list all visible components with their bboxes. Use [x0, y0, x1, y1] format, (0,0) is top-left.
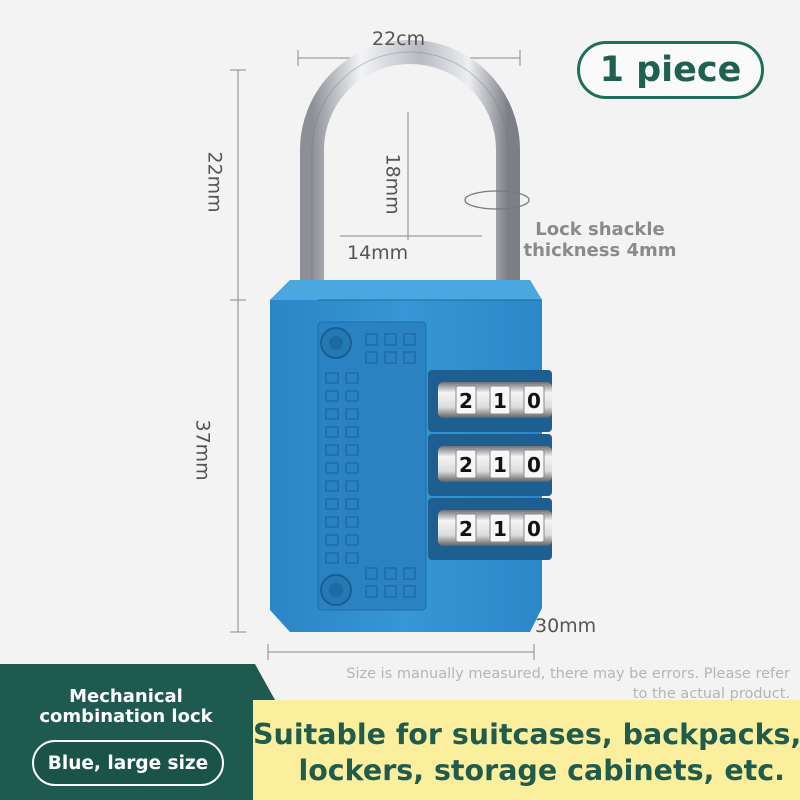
shackle-note-line-1: Lock shackle [535, 219, 665, 240]
disclaimer-line-2: to the actual product. [632, 686, 790, 702]
dim-inner-height: 18mm [381, 153, 404, 215]
dial-row-1: 2 1 0 [438, 382, 552, 418]
variant-badge: Blue, large size [32, 740, 224, 786]
dial-2-digit-2: 1 [493, 453, 507, 477]
body-grid-pattern [325, 333, 416, 598]
dim-body-height: 37mm [191, 419, 214, 481]
dial-1-digit-1: 2 [459, 389, 473, 413]
product-type-line-2: combination lock [39, 706, 213, 727]
dim-top-width: 22cm [372, 28, 426, 50]
dial-3-digit-3: 0 [527, 517, 541, 541]
usage-text: Suitable for suitcases, backpacks, locke… [253, 717, 800, 789]
dial-row-2: 2 1 0 [438, 446, 552, 482]
dim-inner-width: 14mm [347, 242, 409, 264]
shackle [300, 40, 520, 300]
dim-shackle-height: 22mm [203, 151, 226, 213]
shackle-thickness-note: Lock shackle thickness 4mm [520, 219, 680, 261]
dial-3-digit-1: 2 [459, 517, 473, 541]
dial-1-digit-3: 0 [527, 389, 541, 413]
usage-line-2: lockers, storage cabinets, etc. [298, 754, 785, 787]
usage-line-1: Suitable for suitcases, backpacks, [253, 718, 800, 751]
dim-body-width: 30mm [535, 615, 597, 637]
quantity-badge: 1 piece [577, 41, 764, 99]
dial-row-3: 2 1 0 [438, 510, 552, 546]
dial-1-digit-2: 1 [493, 389, 507, 413]
measurement-disclaimer: Size is manually measured, there may be … [282, 664, 790, 704]
dimension-lines [230, 50, 535, 660]
disclaimer-line-1: Size is manually measured, there may be … [346, 666, 790, 682]
shackle-note-line-2: thickness 4mm [523, 240, 677, 261]
dial-3-digit-2: 1 [493, 517, 507, 541]
product-type-title: Mechanical combination lock [22, 687, 230, 727]
dial-2-digit-3: 0 [527, 453, 541, 477]
product-type-line-1: Mechanical [69, 686, 183, 707]
dial-2-digit-1: 2 [459, 453, 473, 477]
usage-panel [253, 700, 800, 800]
